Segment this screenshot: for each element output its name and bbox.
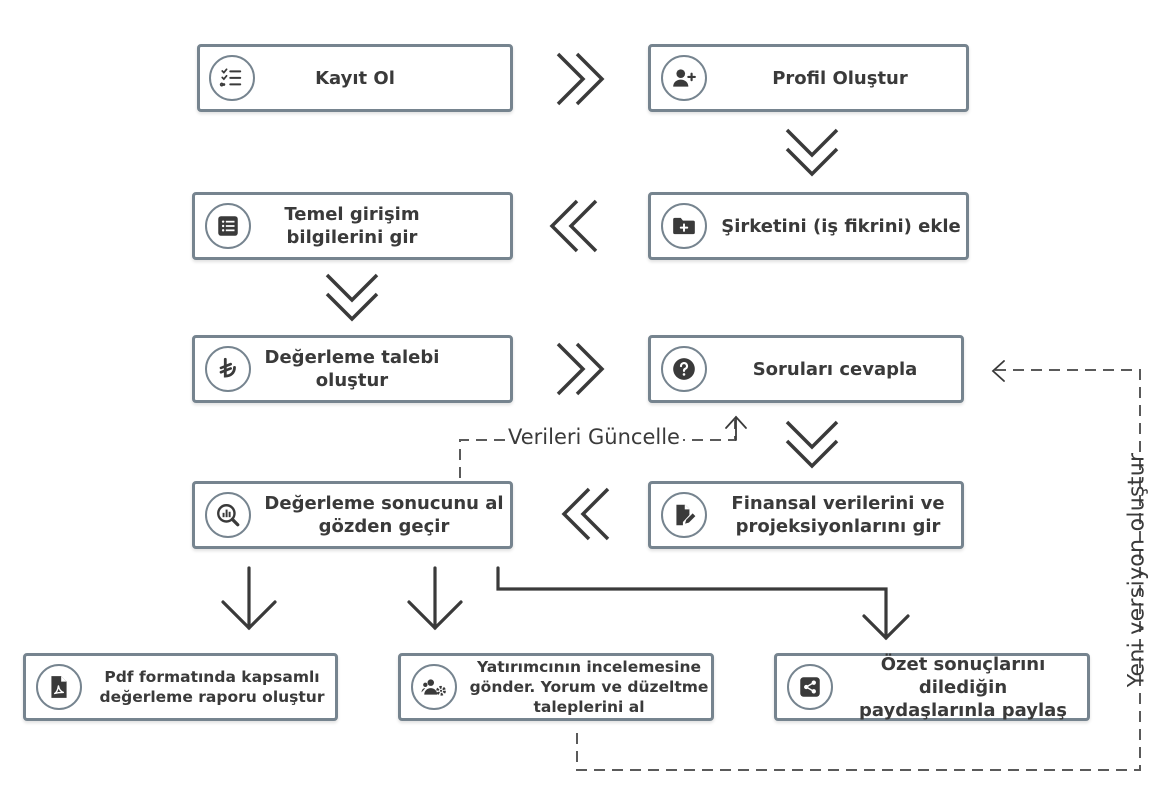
- elbow-arrow: [496, 566, 910, 641]
- chevron-down-icon: [785, 420, 839, 469]
- step-yatirimci-label: Yatırımcının incelemesine gönder. Yorum …: [469, 658, 709, 716]
- step-pdf-label: Pdf formatında kapsamlı değerleme raporu…: [99, 668, 325, 706]
- chevron-right-icon: [556, 52, 605, 106]
- question-icon: [661, 346, 707, 392]
- lira-icon: [205, 346, 251, 392]
- step-talep-label: Değerleme talebi oluştur: [264, 347, 440, 391]
- users-gear-icon: [411, 664, 457, 710]
- arrow-down-icon: [221, 566, 277, 631]
- share-icon: [787, 664, 833, 710]
- step-talep-box: [192, 335, 513, 403]
- step-yatirimci-box: [398, 653, 714, 721]
- folder-plus-icon: [661, 203, 707, 249]
- step-profil-label: Profil Oluştur: [772, 67, 908, 89]
- search-chart-icon: [205, 492, 251, 538]
- step-sorular-label: Soruları cevapla: [752, 358, 918, 380]
- update-data-label: Verileri Güncelle: [505, 425, 683, 449]
- arrow-left-icon: [991, 360, 1005, 382]
- chevron-down-icon: [325, 273, 379, 322]
- arrow-down-icon: [407, 566, 463, 631]
- pdf-file-icon: [36, 664, 82, 710]
- new-version-dashed-line: [576, 369, 1141, 771]
- step-temel-label: Temel girişim bilgilerini gir: [284, 204, 420, 248]
- new-version-label: Yeni versiyon oluştur: [1124, 452, 1150, 688]
- chevron-right-icon: [556, 342, 605, 396]
- update-data-dashed-line: [459, 420, 736, 478]
- step-sirket-label: Şirketini (iş fikrini) ekle: [721, 215, 961, 237]
- user-plus-icon: [661, 55, 707, 101]
- step-kayit-label: Kayıt Ol: [315, 67, 395, 89]
- step-ozet-label: Özet sonuçlarını dilediğin paydaşlarınla…: [859, 653, 1067, 721]
- step-finansal-label: Finansal verilerini ve projeksiyonlarını…: [731, 493, 945, 537]
- chevron-left-icon: [561, 487, 610, 541]
- list-icon: [205, 203, 251, 249]
- step-sonuc-label: Değerleme sonucunu al gözden geçir: [264, 493, 504, 537]
- step-profil-box: [648, 44, 969, 112]
- chevron-down-icon: [785, 128, 839, 177]
- document-edit-icon: [661, 492, 707, 538]
- checklist-icon: [209, 55, 255, 101]
- chevron-left-icon: [549, 199, 598, 253]
